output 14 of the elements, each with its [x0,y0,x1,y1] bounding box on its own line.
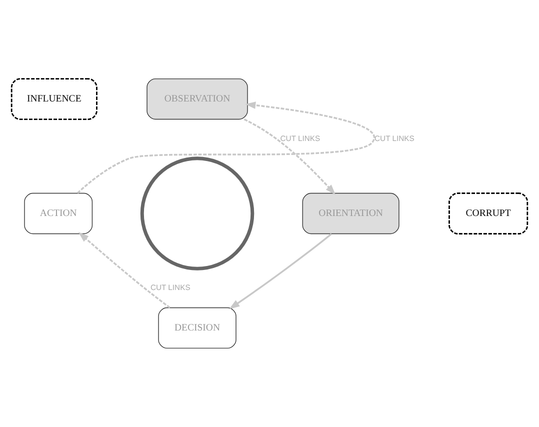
edge-label: CUT LINKS [280,134,320,143]
edge-label: CUT LINKS [374,134,414,143]
arrow [244,118,336,195]
arrow [78,232,170,308]
node-box: OBSERVATION [146,78,248,120]
node-box: CORRUPT [448,192,528,234]
edge-label: CUT LINKS [150,283,190,292]
node-circle [140,156,254,270]
node-box: ACTION [24,192,93,234]
node-box: ORIENTATION [302,192,400,234]
node-box: INFLUENCE [10,78,98,120]
arrow [76,102,374,194]
arrow [229,233,332,310]
node-box: DECISION [158,307,236,349]
